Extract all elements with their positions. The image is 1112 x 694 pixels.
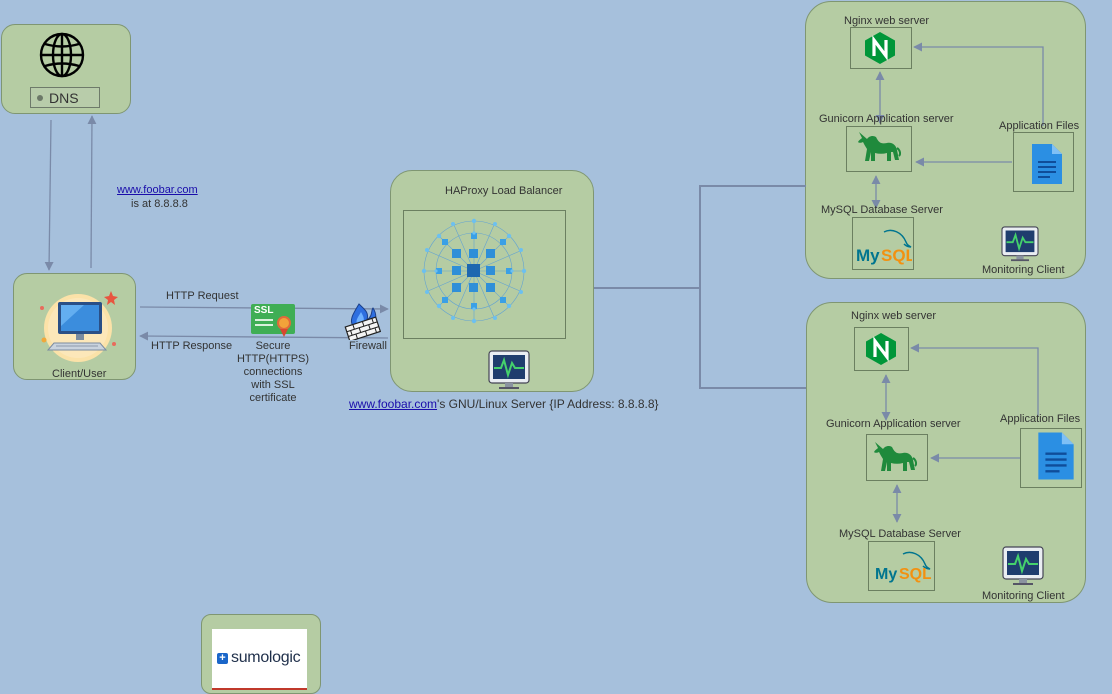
gunicorn-label: Gunicorn Application server [819,113,954,125]
gunicorn-unicorn-logo [874,442,917,471]
ssl-caption: Secure HTTP(HTTPS) connections with SSL … [228,340,318,405]
sumologic-brand: sumologic [231,649,301,666]
monitor-icon [1001,226,1039,262]
ssl-caption-line: connections [243,366,303,378]
gunicorn-frame [866,434,928,481]
server-caption-text: 's GNU/Linux Server {IP Address: 8.8.8.8… [437,397,659,411]
firewall-label: Firewall [349,340,387,352]
server-caption: www.foobar.com's GNU/Linux Server {IP Ad… [349,398,659,411]
application-files-label: Application Files [1000,413,1081,425]
dns-answer-text: is at 8.8.8.8 [131,198,188,210]
monitoring-client-label: Monitoring Client [982,264,1065,276]
document-icon [1038,432,1074,480]
server-caption-link[interactable]: www.foobar.com [349,397,438,411]
application-files-label: Application Files [999,120,1080,132]
http-request-label: HTTP Request [166,290,239,302]
monitoring-client-label: Monitoring Client [982,590,1065,602]
gunicorn-label: Gunicorn Application server [826,418,961,430]
svg-text:SQL: SQL [899,566,931,583]
nginx-logo [865,32,895,64]
globe-icon [39,32,85,78]
computer-user-icon [40,291,118,362]
ssl-certificate-icon: SSL [251,304,295,338]
sumologic-logo: + sumologic [212,629,307,690]
ssl-caption-line: Secure [255,340,291,352]
svg-text:SQL: SQL [881,246,912,265]
svg-text:My: My [856,246,880,265]
load-balancer-box [390,170,594,392]
load-balancer-title: HAProxy Load Balancer [445,185,563,197]
application-files-frame [1020,428,1082,488]
ssl-badge-text: SSL [254,305,274,316]
mysql-frame [852,217,914,270]
ssl-caption-line: certificate [249,392,297,404]
application-files-frame [1013,132,1074,192]
svg-text:My: My [875,566,897,583]
nginx-label: Nginx web server [844,15,929,27]
document-icon [1032,144,1062,184]
ssl-caption-line: with SSL [251,379,295,391]
nginx-label: Nginx web server [851,310,936,322]
client-label: Client/User [52,368,107,380]
gunicorn-frame [846,126,912,172]
nginx-frame [850,27,912,69]
monitor-icon [1002,546,1044,585]
dns-label: DNS [49,90,79,106]
network-mesh-icon [421,218,527,324]
mysql-frame [868,541,935,591]
mysql-logo: My SQL [875,551,931,583]
mysql-logo: My SQL [856,229,912,265]
load-balancer-frame [403,210,566,339]
mysql-label: MySQL Database Server [839,528,961,540]
nginx-logo [866,333,896,365]
dns-field: DNS [30,87,100,108]
monitor-icon [488,350,530,389]
sumologic-plus-icon: + [217,653,228,664]
gunicorn-unicorn-logo [858,132,901,161]
dns-answer-link[interactable]: www.foobar.com [117,184,198,196]
http-response-label: HTTP Response [151,340,233,352]
firewall-icon [344,303,381,340]
ssl-caption-line: HTTP(HTTPS) [236,353,310,365]
dns-dot [37,95,43,101]
mysql-label: MySQL Database Server [821,204,943,216]
nginx-frame [854,327,909,371]
